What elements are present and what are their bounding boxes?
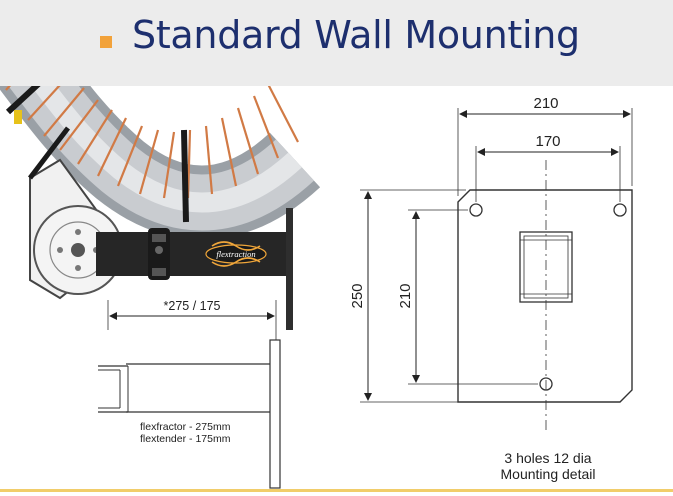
title-bullet (100, 36, 112, 48)
dim-hole-spacing: 170 (535, 133, 560, 150)
caption-holes: 3 holes 12 dia (504, 450, 591, 466)
arm-length-dim-label: *275 / 175 (164, 299, 221, 313)
dim-outer-width: 210 (533, 95, 558, 112)
dim-hole-height: 210 (397, 283, 414, 308)
arm-length-drawing (98, 300, 281, 489)
note-flexfractor: flexfractor - 275mm (140, 421, 231, 433)
title-bar (0, 0, 673, 86)
caption-mounting-detail: Mounting detail (501, 466, 596, 482)
mounting-plate-detail (360, 108, 633, 430)
dim-outer-height: 250 (349, 283, 366, 308)
flextraction-logo: flextraction (205, 241, 267, 267)
logo-text: flextraction (216, 249, 255, 259)
bottom-rule (0, 489, 673, 492)
note-flextender: flextender - 175mm (140, 433, 231, 445)
slide-title: Standard Wall Mounting (132, 13, 580, 57)
